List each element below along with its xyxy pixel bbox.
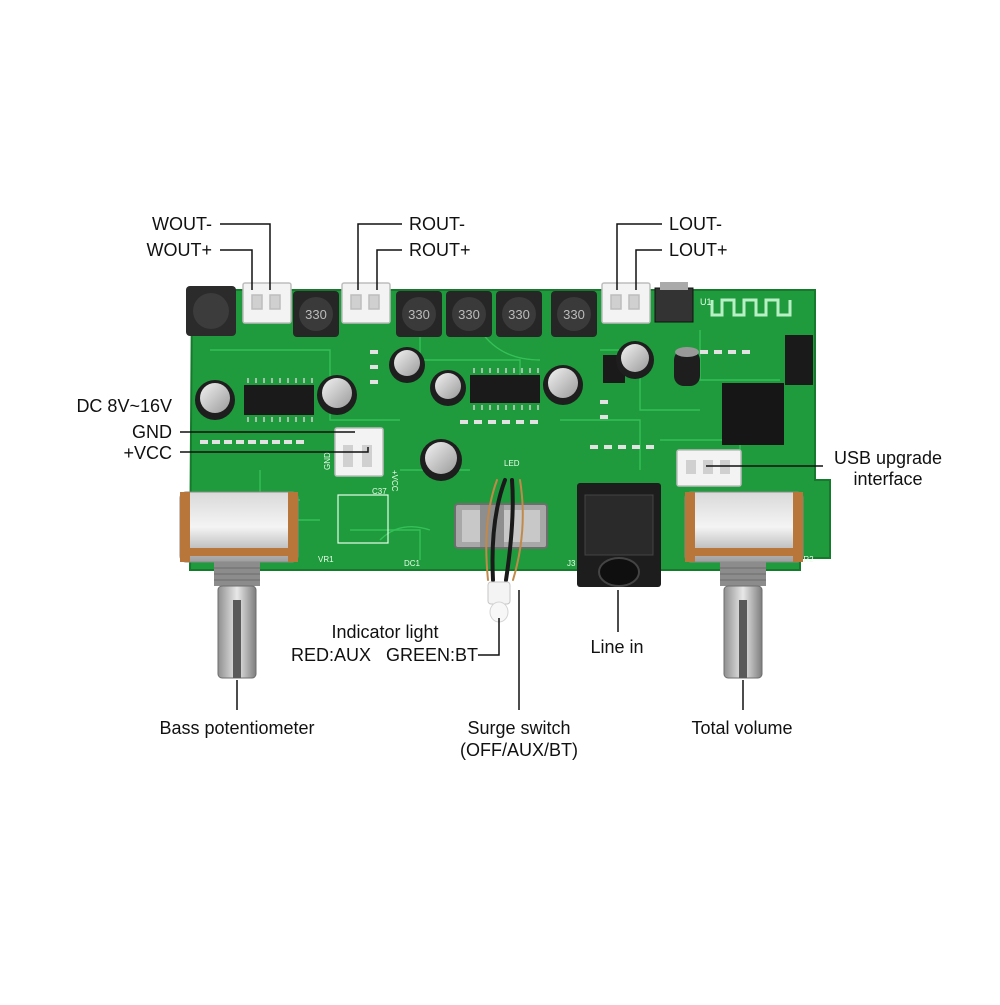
cap-7 <box>420 439 462 481</box>
label-dc-input: DC 8V~16V <box>76 396 172 416</box>
svg-text:J3: J3 <box>567 559 576 568</box>
usb-connector <box>676 449 742 487</box>
bt-antenna-trace <box>710 298 792 317</box>
bt-ic <box>722 383 784 445</box>
inductor-5: 330 <box>496 291 542 337</box>
leader-rout-plus <box>376 249 402 290</box>
inductor-2: 330 <box>293 291 339 337</box>
ic-pins <box>247 368 539 422</box>
inductor-6: 330 <box>551 291 597 337</box>
label-surge-modes: (OFF/AUX/BT) <box>460 740 578 760</box>
label-usb-upgrade: USB upgrade <box>833 448 943 468</box>
svg-text:330: 330 <box>563 307 585 322</box>
cap-2 <box>317 375 357 415</box>
surge-switch <box>454 503 548 549</box>
svg-text:C37: C37 <box>372 487 387 496</box>
regulator-chip <box>654 287 694 323</box>
label-gnd: GND <box>132 422 172 442</box>
label-rout-plus: ROUT+ <box>409 240 471 260</box>
svg-text:+VCC: +VCC <box>390 470 399 492</box>
leader-indicator <box>478 618 500 656</box>
bass-potentiometer <box>179 491 299 679</box>
leader-wout-plus <box>220 249 253 290</box>
callout-lines <box>180 223 823 710</box>
output-connectors <box>242 282 651 324</box>
svg-text:DC1: DC1 <box>404 559 421 568</box>
svg-text:VR1: VR1 <box>318 555 334 564</box>
amp-ic-left <box>244 385 314 415</box>
label-wout-plus: WOUT+ <box>146 240 213 260</box>
svg-text:VR2: VR2 <box>798 555 814 564</box>
pcb-outline <box>188 289 831 571</box>
smd-components <box>200 350 750 449</box>
indicator-led <box>487 581 511 623</box>
label-indicator-light: Indicator light <box>331 622 439 642</box>
label-vcc: +VCC <box>123 443 172 463</box>
label-lout-minus: LOUT- <box>669 214 723 234</box>
cap-4 <box>430 370 466 406</box>
label-line-in: Line in <box>590 637 644 657</box>
cap-6 <box>616 341 654 379</box>
label-bass-potentiometer: Bass potentiometer <box>159 718 315 738</box>
svg-text:330: 330 <box>458 307 480 322</box>
leader-vcc <box>180 447 369 453</box>
line-in-jack <box>577 483 661 587</box>
lout-connector <box>601 282 651 324</box>
inductor-3: 330 <box>396 291 442 337</box>
svg-text:330: 330 <box>408 307 430 322</box>
led-wires <box>485 478 524 582</box>
label-lout-plus: LOUT+ <box>669 240 728 260</box>
power-inductors: 330 330 330 330 330 <box>186 286 597 337</box>
leader-lout-plus <box>635 249 662 290</box>
leader-rout-minus <box>357 223 402 290</box>
cap-8 <box>674 347 700 386</box>
label-usb-interface: interface <box>853 469 923 489</box>
svg-text:U1: U1 <box>700 297 712 307</box>
label-rout-minus: ROUT- <box>409 214 465 234</box>
capacitors <box>195 341 700 481</box>
wout-connector <box>242 282 292 324</box>
ic-right-edge <box>785 335 813 385</box>
label-total-volume: Total volume <box>691 718 793 738</box>
label-indicator-colors: RED:AUX GREEN:BT <box>291 645 479 665</box>
leader-lout-minus <box>616 223 662 290</box>
rout-connector <box>341 282 391 324</box>
svg-text:330: 330 <box>508 307 530 322</box>
inductor-4: 330 <box>446 291 492 337</box>
label-surge-switch: Surge switch <box>467 718 571 738</box>
cap-1 <box>195 380 235 420</box>
ic-chips <box>244 335 813 445</box>
volume-potentiometer <box>684 491 804 679</box>
amp-ic-mid <box>470 375 540 403</box>
svg-text:GND: GND <box>323 452 332 470</box>
svg-text:LED: LED <box>504 459 520 468</box>
svg-text:330: 330 <box>305 307 327 322</box>
leader-wout-minus <box>220 223 271 290</box>
cap-3 <box>389 347 425 383</box>
label-wout-minus: WOUT- <box>152 214 212 234</box>
cap-5 <box>543 365 583 405</box>
inductor-1 <box>186 286 236 336</box>
